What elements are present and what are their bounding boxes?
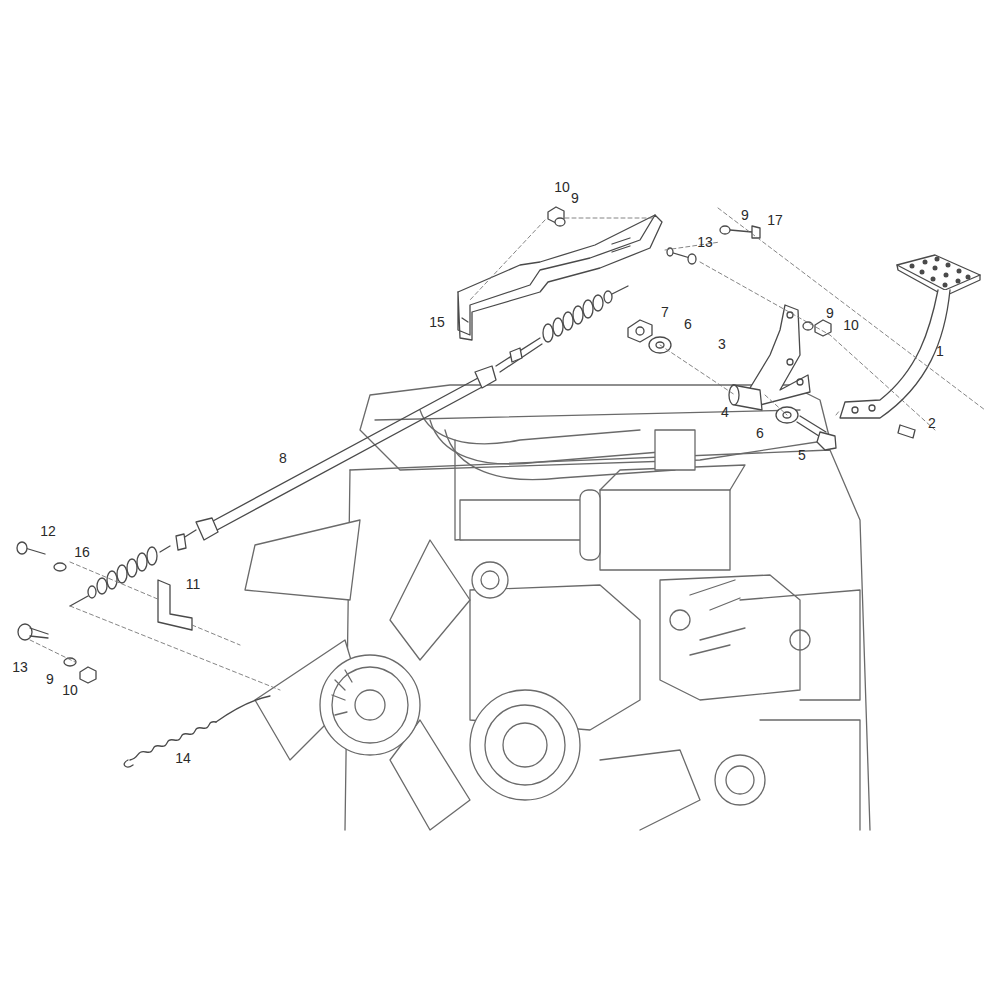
assembly-lines: [30, 208, 985, 690]
cable-drawing: [70, 286, 628, 606]
callout-number: 10: [62, 683, 78, 697]
callout-number: 9: [46, 672, 54, 686]
callout-number: 9: [571, 191, 579, 205]
callout-number: 3: [718, 337, 726, 351]
callout-number: 13: [697, 235, 713, 249]
pedal-drawing: [840, 255, 980, 438]
callout-number: 6: [684, 317, 692, 331]
hardware-drawing: [17, 207, 836, 683]
callout-number: 6: [756, 426, 764, 440]
callout-number: 4: [721, 405, 729, 419]
callout-number: 17: [767, 213, 783, 227]
callout-number: 2: [928, 416, 936, 430]
callout-number: 10: [554, 180, 570, 194]
spring-drawing: [124, 696, 270, 767]
callout-number: 10: [843, 318, 859, 332]
callout-number: 9: [741, 208, 749, 222]
bracket-drawing: [729, 305, 810, 410]
callout-number: 9: [826, 306, 834, 320]
callout-number: 11: [186, 577, 201, 591]
callout-number: 16: [74, 545, 90, 559]
callout-number: 5: [798, 448, 806, 462]
callout-number: 1: [936, 344, 944, 358]
callout-number: 8: [279, 451, 287, 465]
plate-drawing: [458, 215, 662, 340]
callout-number: 12: [40, 524, 56, 538]
callout-number: 7: [661, 305, 669, 319]
callout-number: 13: [12, 660, 28, 674]
callout-number: 14: [175, 751, 191, 765]
callout-number: 15: [429, 315, 445, 329]
fan-drawing: [245, 520, 470, 830]
engine-drawing: [345, 385, 870, 830]
